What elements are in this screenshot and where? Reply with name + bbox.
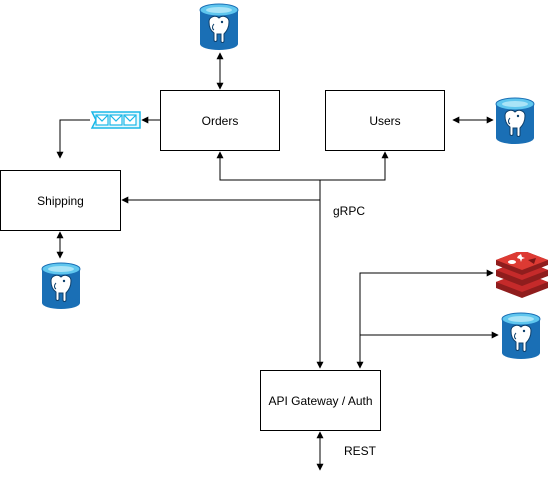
api-gateway-service[interactable]: API Gateway / Auth	[260, 370, 381, 431]
orders-service-label: Orders	[201, 113, 239, 128]
orders-postgresql-database-icon	[199, 3, 239, 50]
users-service[interactable]: Users	[325, 90, 445, 151]
grpc-label: gRPC	[333, 204, 366, 218]
grpc-users-connector	[320, 151, 389, 181]
orders-service[interactable]: Orders	[160, 90, 280, 151]
shipping-service-label: Shipping	[37, 193, 84, 208]
shipping-postgresql-database-icon	[41, 262, 81, 309]
users-postgresql-database-icon	[495, 97, 535, 144]
gateway-cache-connector	[356, 269, 494, 369]
api-gateway-service-label: API Gateway / Auth	[268, 393, 373, 408]
users-service-label: Users	[369, 113, 401, 128]
gateway-postgresql-database-icon	[501, 312, 541, 359]
message-queue-icon	[90, 111, 141, 129]
shipping-service[interactable]: Shipping	[0, 170, 121, 231]
redis-icon	[496, 252, 548, 298]
grpc-orders-connector	[216, 151, 320, 181]
queue-shipping-connector	[56, 119, 90, 159]
rest-label: REST	[344, 444, 377, 458]
